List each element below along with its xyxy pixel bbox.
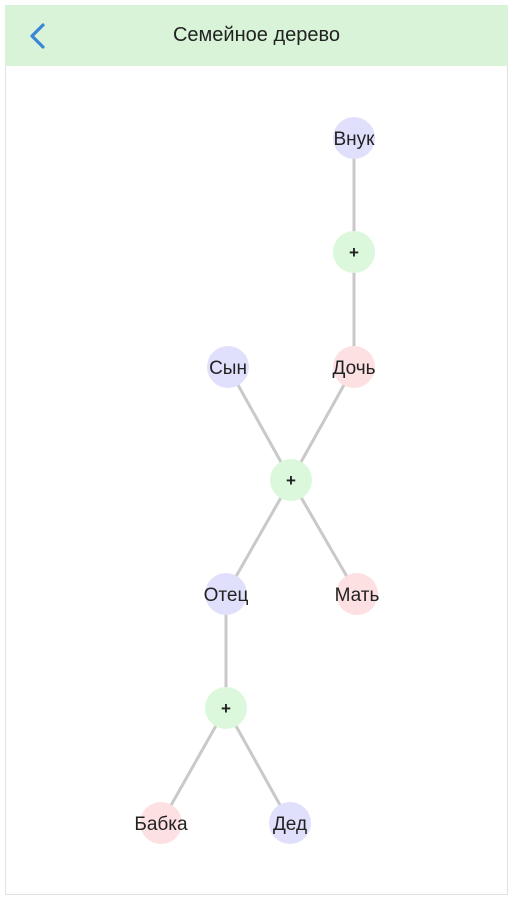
- union-node-3[interactable]: +: [205, 687, 247, 729]
- person-label: Внук: [334, 129, 376, 150]
- union-label: +: [349, 243, 359, 262]
- person-node-vnuk[interactable]: Внук: [333, 117, 375, 159]
- union-node-2[interactable]: +: [270, 459, 312, 501]
- edge-union3-ded: [224, 707, 292, 824]
- edge-union2-otec: [224, 479, 293, 595]
- person-node-doch[interactable]: Дочь: [332, 346, 376, 388]
- app-header: Семейное дерево: [5, 5, 508, 66]
- person-label: Отец: [204, 585, 249, 606]
- union-node-1[interactable]: +: [333, 231, 375, 273]
- edge-union2-mat: [289, 479, 359, 595]
- person-label: Дед: [273, 814, 307, 835]
- person-label: Бабка: [134, 814, 188, 835]
- edge-syn-union2: [226, 366, 293, 481]
- person-node-ded[interactable]: Дед: [269, 802, 311, 844]
- family-tree-diagram: Внук + Сын Дочь + Отец: [134, 117, 380, 844]
- person-node-babka[interactable]: Бабка: [134, 802, 188, 844]
- person-label: Сын: [209, 358, 247, 379]
- person-label: Дочь: [332, 358, 375, 379]
- person-label: Мать: [335, 585, 380, 606]
- page-title: Семейное дерево: [172, 24, 341, 46]
- person-node-mat[interactable]: Мать: [335, 573, 380, 615]
- edge-union3-babka: [159, 707, 228, 824]
- union-label: +: [286, 471, 296, 490]
- union-label: +: [221, 699, 231, 718]
- tree-canvas: Внук + Сын Дочь + Отец: [5, 66, 508, 895]
- person-node-syn[interactable]: Сын: [207, 346, 249, 388]
- chevron-left-icon[interactable]: [19, 17, 57, 55]
- person-node-otec[interactable]: Отец: [204, 573, 249, 615]
- edge-doch-union2: [289, 366, 356, 481]
